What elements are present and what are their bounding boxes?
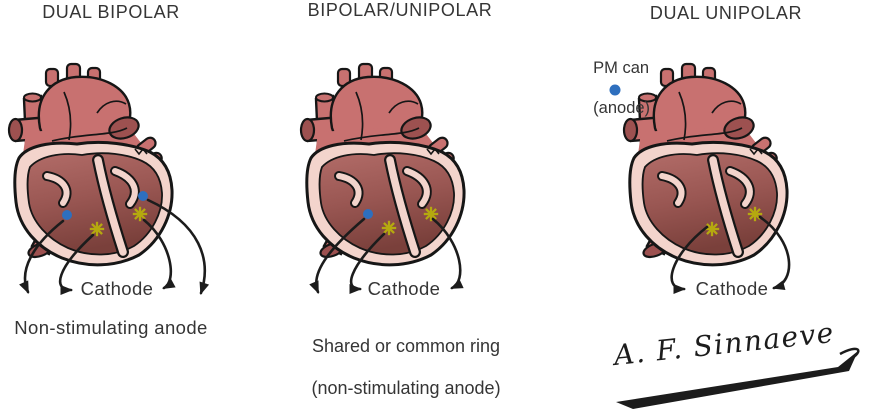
pointer-arrows (309, 217, 464, 294)
pm-can-label-line1: PM can (593, 59, 650, 77)
heart-illustration-bipolar-unipolar (301, 64, 464, 294)
cathode-label: Cathode (367, 278, 441, 299)
cathode-marker (703, 220, 721, 238)
heart-illustration-dual-bipolar (9, 64, 210, 295)
cathode-marker (88, 220, 106, 238)
signature-flourish (616, 347, 860, 409)
panel-title-dual-unipolar: DUAL UNIPOLAR (649, 3, 803, 23)
pm-can-label: PM can (anode) (584, 38, 650, 118)
shared-ring-label-line2: (non-stimulating anode) (311, 378, 501, 398)
pm-can-label-line2: (anode) (593, 99, 651, 117)
non-stimulating-anode-label: Non-stimulating anode (14, 317, 208, 338)
cathode-label: Cathode (80, 278, 154, 299)
anode-marker (363, 209, 373, 219)
heart-illustration-dual-unipolar (609, 64, 791, 294)
anode-marker (138, 191, 148, 201)
panel-title-bipolar-unipolar: BIPOLAR/UNIPOLAR (307, 0, 493, 20)
cathode-marker (422, 205, 440, 223)
pm-can-anode-marker (609, 84, 621, 96)
pointer-arrows (670, 215, 791, 294)
cathode-marker (746, 205, 764, 223)
shared-ring-label: Shared or common ring (non-stimulating a… (301, 315, 500, 399)
shared-ring-label-line1: Shared or common ring (311, 336, 501, 356)
panel-title-dual-bipolar: DUAL BIPOLAR (42, 2, 180, 22)
anode-marker (62, 210, 72, 220)
cathode-marker (131, 205, 149, 223)
pointer-arrows (19, 198, 210, 295)
cathode-label: Cathode (695, 278, 769, 299)
